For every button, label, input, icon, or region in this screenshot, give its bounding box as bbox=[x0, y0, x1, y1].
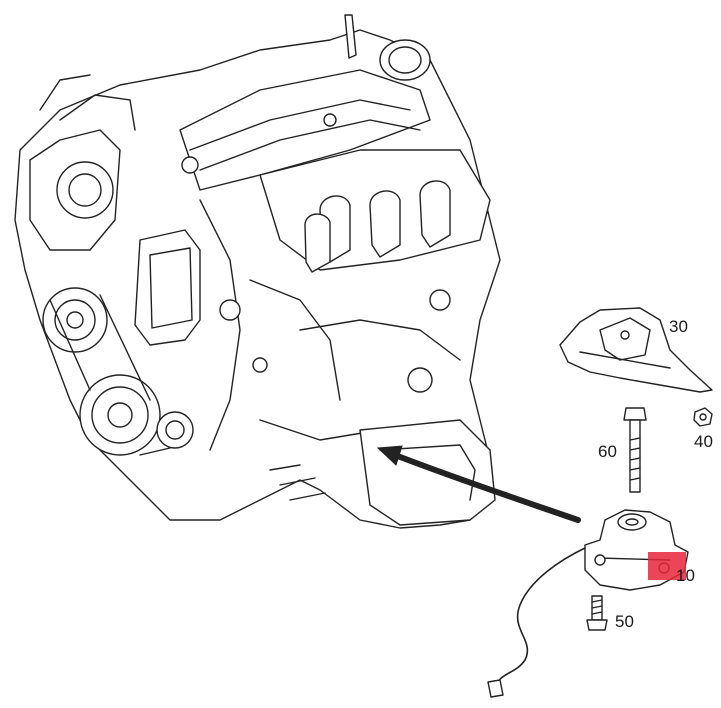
callout-40: 40 bbox=[694, 432, 713, 451]
highlight-marker bbox=[648, 552, 686, 580]
mount-location-arrow bbox=[392, 452, 581, 523]
callout-60: 60 bbox=[598, 442, 617, 461]
callout-10: 10 bbox=[676, 566, 695, 585]
heat-shield-part-30 bbox=[559, 307, 713, 393]
bolt-part-60 bbox=[623, 407, 647, 493]
engine-block bbox=[14, 14, 501, 529]
nut-part-40 bbox=[693, 407, 713, 427]
callout-30: 30 bbox=[669, 317, 688, 336]
stud-bolt-part-50 bbox=[586, 595, 608, 631]
sensor-wire bbox=[494, 547, 586, 691]
callout-50: 50 bbox=[615, 612, 634, 631]
arrow-head bbox=[376, 445, 403, 466]
